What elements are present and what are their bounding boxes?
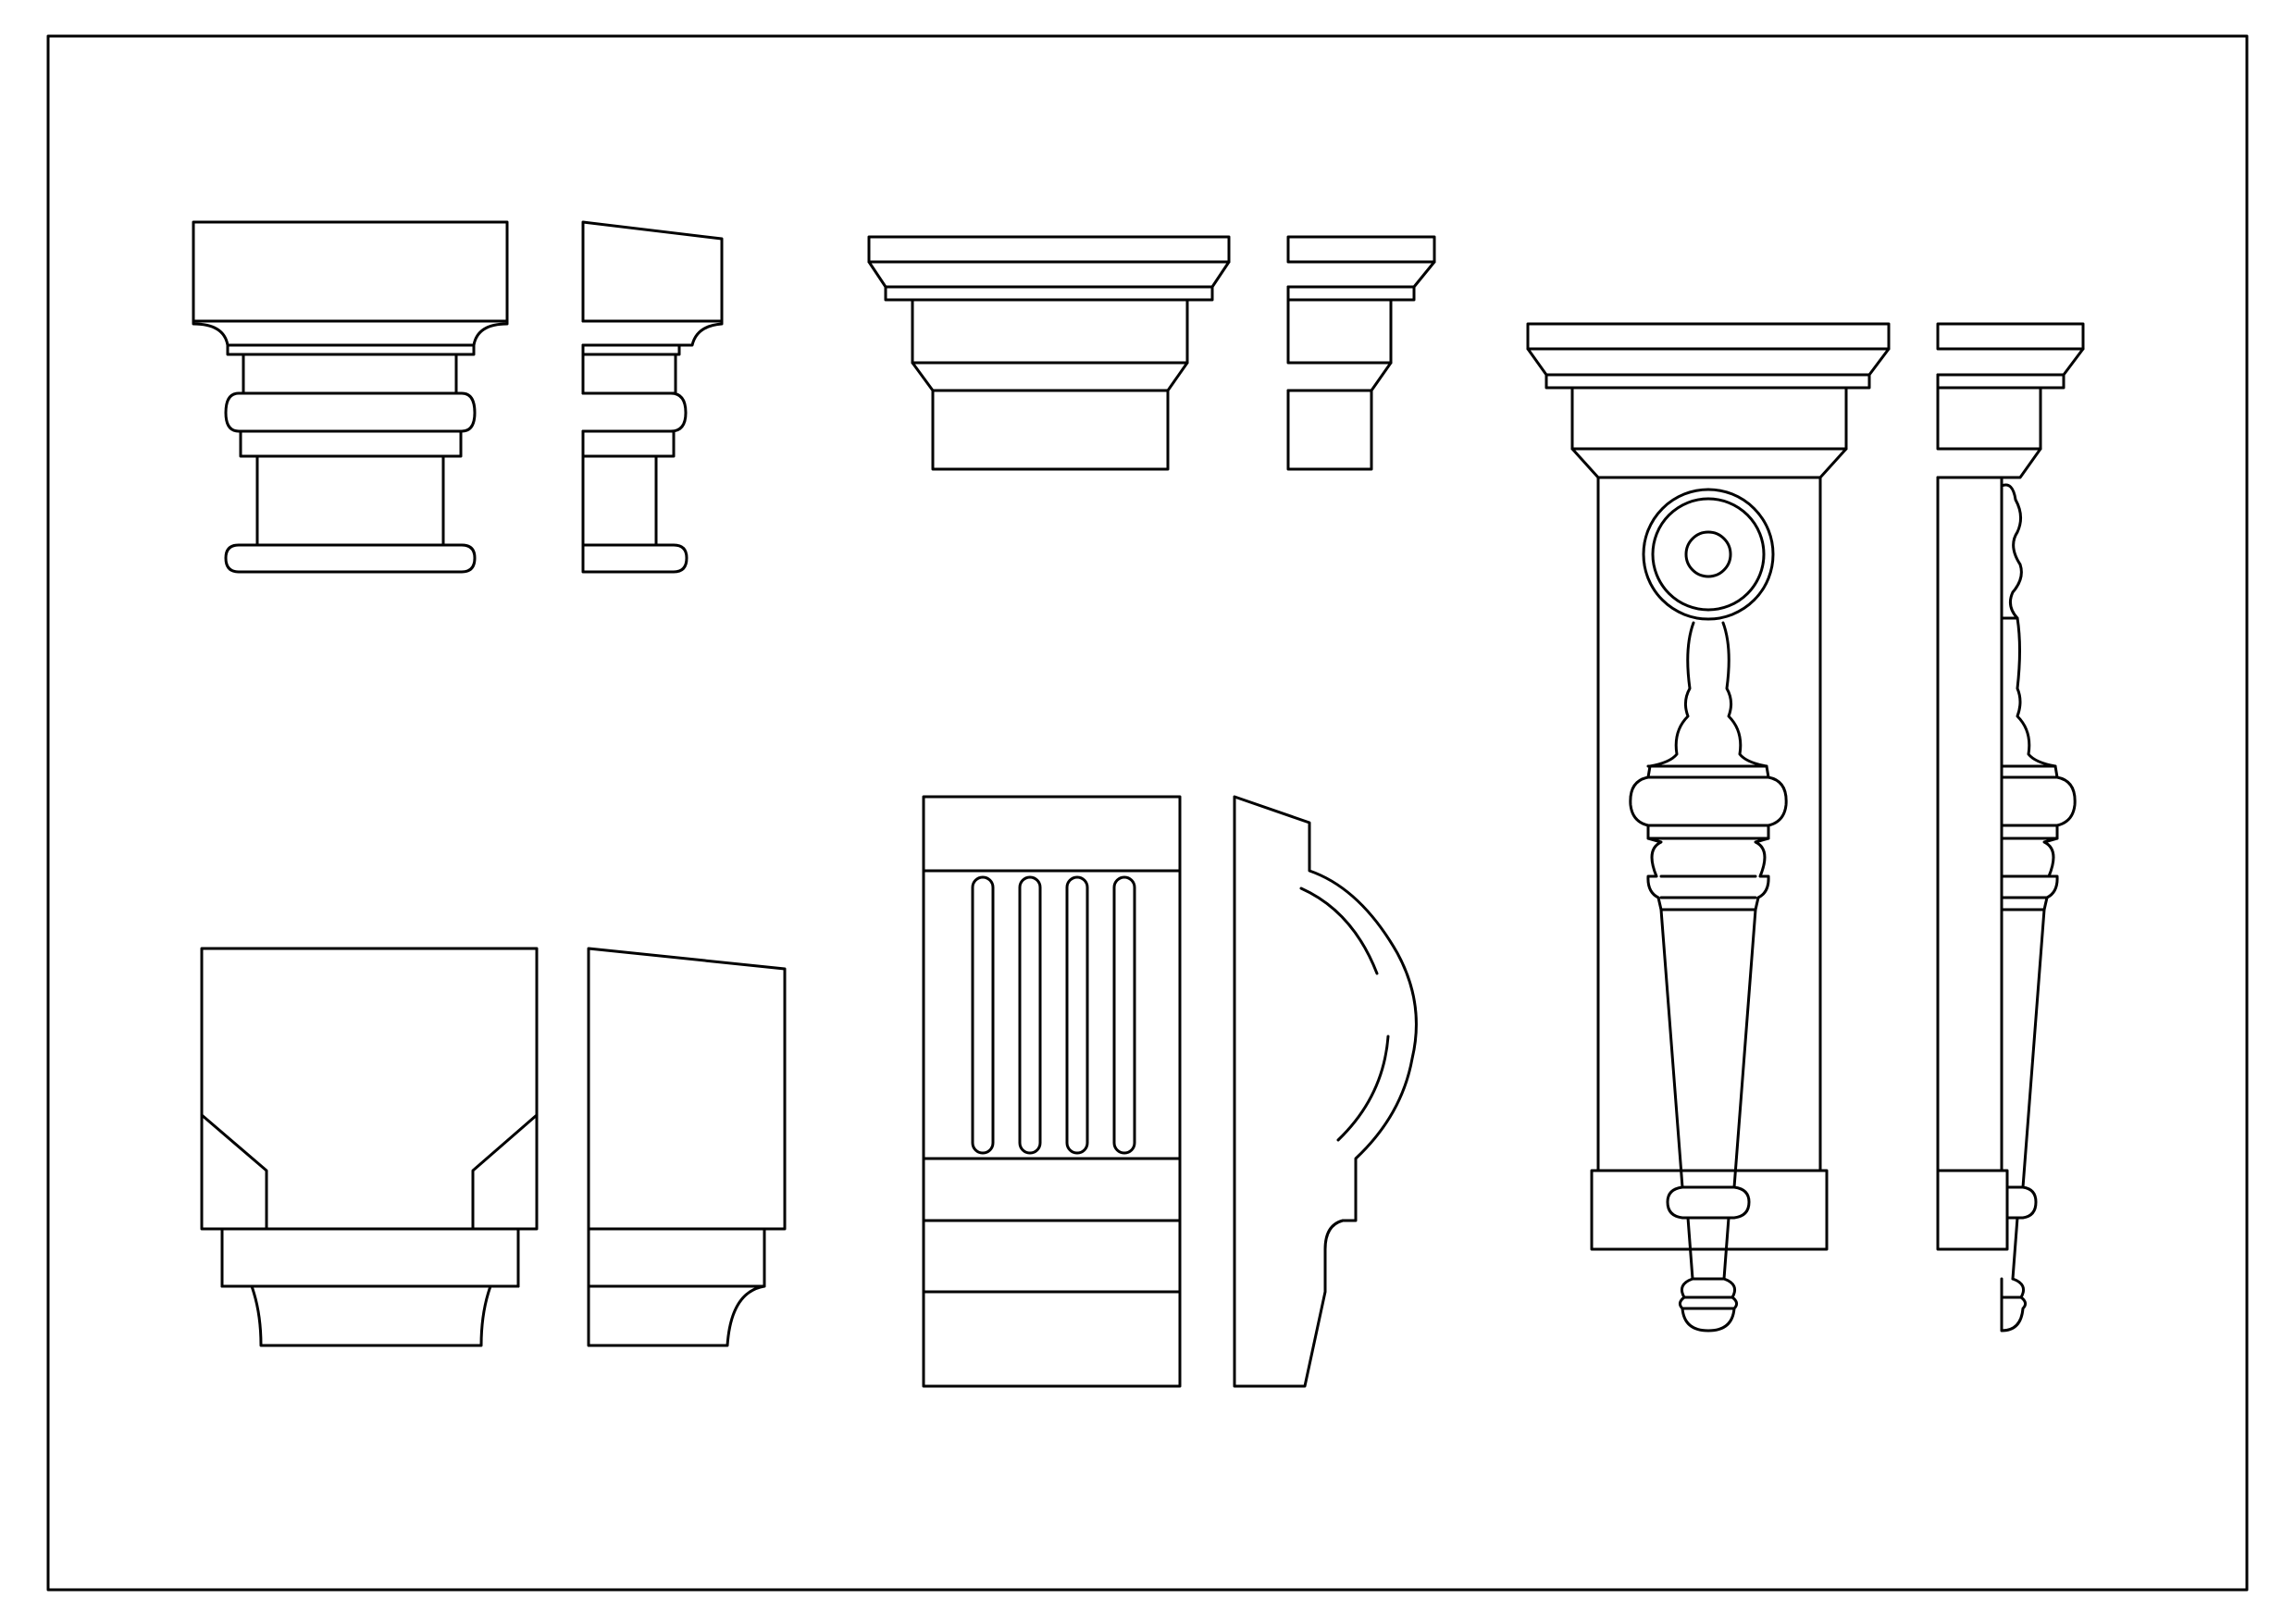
capital-side-view <box>581 220 724 574</box>
block-corbel-front-view <box>200 947 539 1347</box>
bracket-front-view <box>1526 322 1891 1333</box>
fluted-corbel-front-view <box>922 795 1182 1388</box>
sheet-border <box>46 34 2249 1592</box>
moulded-cap-front-view <box>867 235 1231 471</box>
bracket-side-view <box>1936 322 2085 1333</box>
flute-1 <box>971 875 995 1155</box>
flute-3 <box>1065 875 1089 1155</box>
flute-4 <box>1112 875 1136 1155</box>
block-corbel-side-view <box>587 947 787 1347</box>
flute-2 <box>1018 875 1042 1155</box>
moulded-cap-side-view <box>1286 235 1436 471</box>
capital-front-view <box>192 220 509 574</box>
flutes-group <box>971 875 1136 1155</box>
fluted-corbel-side-view <box>1233 795 1418 1388</box>
